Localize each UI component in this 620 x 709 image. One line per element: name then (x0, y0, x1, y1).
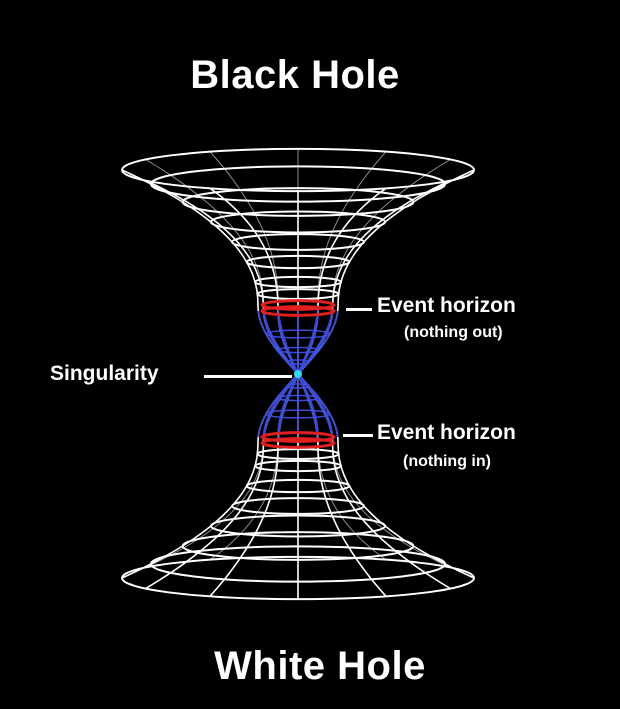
event-horizon-lower-note: (nothing in) (403, 453, 491, 470)
inner-meridian (297, 306, 319, 375)
inner-meridian (262, 308, 299, 375)
inner-meridian (297, 373, 319, 442)
event-horizon-lower-ring (260, 431, 336, 443)
black-hole-title: Black Hole (190, 53, 400, 97)
event-horizon-upper-note: (nothing out) (404, 324, 503, 341)
event-horizon-upper-leader (346, 308, 372, 311)
inner-meridian (297, 308, 334, 375)
wireframe-meridians (121, 148, 475, 600)
event-horizon-upper-label: Event horizon (377, 294, 516, 317)
inner-meridian (277, 306, 299, 375)
singularity-label: Singularity (50, 362, 159, 385)
inner-meridian (297, 373, 319, 433)
inner-meridian (277, 373, 299, 442)
event-horizon-rings (260, 299, 336, 449)
white-hole-title: White Hole (214, 644, 426, 688)
inner-meridian (277, 373, 299, 433)
inner-meridian (297, 373, 334, 435)
singularity-point (294, 370, 302, 378)
inner-meridian (257, 310, 299, 375)
event-horizon-lower-leader (343, 434, 373, 437)
singularity-leader (204, 375, 292, 378)
event-horizon-upper-ring (260, 305, 336, 317)
event-horizon-upper-ring (260, 299, 336, 311)
inner-meridian (262, 373, 299, 435)
event-horizon-lower-ring (260, 437, 336, 449)
event-horizon-lower-label: Event horizon (377, 421, 516, 444)
